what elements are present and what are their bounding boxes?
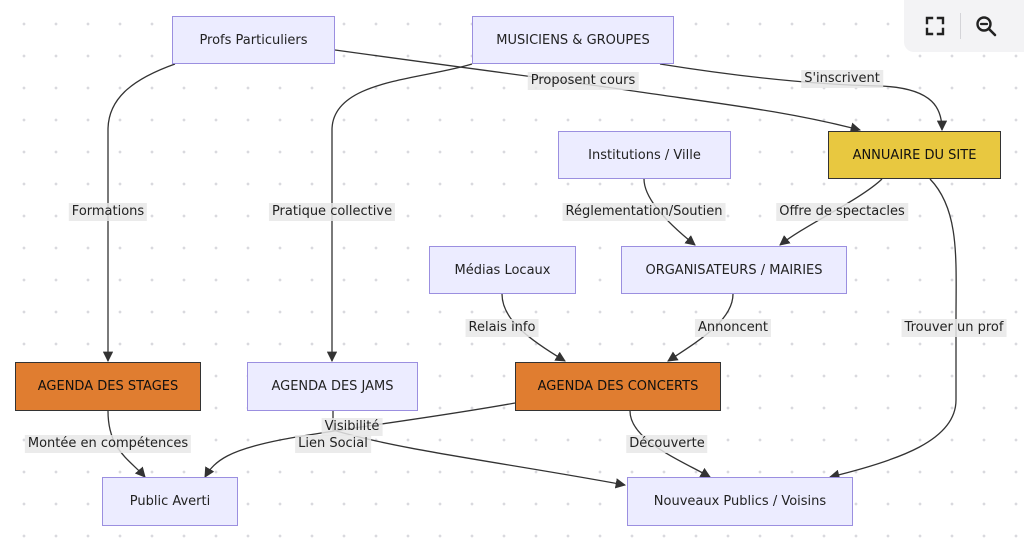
edge-profs-to-annuaire [334,49,862,133]
node-label: Public Averti [129,494,211,509]
node-musiciens-groupes[interactable]: MUSICIENS & GROUPES [472,16,674,64]
edge-label-montee-en-competences: Montée en compétences [24,435,192,453]
node-label: AGENDA DES STAGES [37,379,179,394]
node-agenda-des-concerts[interactable]: AGENDA DES CONCERTS [515,362,721,411]
edge-label-lien-social: Lien Social [295,435,371,453]
node-agenda-des-jams[interactable]: AGENDA DES JAMS [247,362,418,411]
edge-label-visibilite: Visibilité [321,418,383,436]
node-agenda-des-stages[interactable]: AGENDA DES STAGES [15,362,201,411]
edge-label-trouver-un-prof: Trouver un prof [901,319,1007,337]
edge-musiciens-to-jams [326,63,473,363]
edge-annuaire-to-nouveaux [828,178,957,480]
fullscreen-icon [925,16,945,36]
zoom-out-icon [976,16,997,37]
node-label: ORGANISATEURS / MAIRIES [645,262,823,278]
edge-profs-to-stages [102,63,176,363]
edge-label-reglementation-soutien: Réglementation/Soutien [562,203,726,221]
node-institutions-ville[interactable]: Institutions / Ville [558,131,731,179]
node-organisateurs-mairies[interactable]: ORGANISATEURS / MAIRIES [621,246,847,294]
edge-label-s-inscrivent: S'inscrivent [801,70,883,88]
node-label: MUSICIENS & GROUPES [496,32,650,48]
edge-label-decouverte: Découverte [626,435,708,453]
node-label: Nouveaux Publics / Voisins [653,494,827,509]
diagram-toolbar [904,0,1024,52]
edge-label-annoncent: Annoncent [694,319,772,337]
node-annuaire-du-site[interactable]: ANNUAIRE DU SITE [828,131,1001,179]
edge-label-proposent-cours: Proposent cours [527,72,639,90]
node-label: Médias Locaux [454,262,551,278]
fullscreen-button[interactable] [910,6,960,46]
node-medias-locaux[interactable]: Médias Locaux [429,246,576,294]
edge-label-relais-info: Relais info [465,319,539,337]
toolbar-divider [960,13,961,39]
node-label: ANNUAIRE DU SITE [852,147,977,163]
node-label: Institutions / Ville [588,147,701,163]
node-nouveaux-publics-voisins[interactable]: Nouveaux Publics / Voisins [627,477,853,526]
node-label: AGENDA DES JAMS [271,379,394,394]
edge-label-pratique-collective: Pratique collective [268,203,396,221]
node-public-averti[interactable]: Public Averti [102,477,238,526]
edge-label-formations: Formations [68,203,148,221]
node-label: Profs Particuliers [199,32,308,48]
zoom-out-button[interactable] [961,6,1011,46]
node-profs-particuliers[interactable]: Profs Particuliers [172,16,335,64]
node-label: AGENDA DES CONCERTS [537,379,699,394]
edge-label-offre-de-spectacles: Offre de spectacles [776,203,908,221]
